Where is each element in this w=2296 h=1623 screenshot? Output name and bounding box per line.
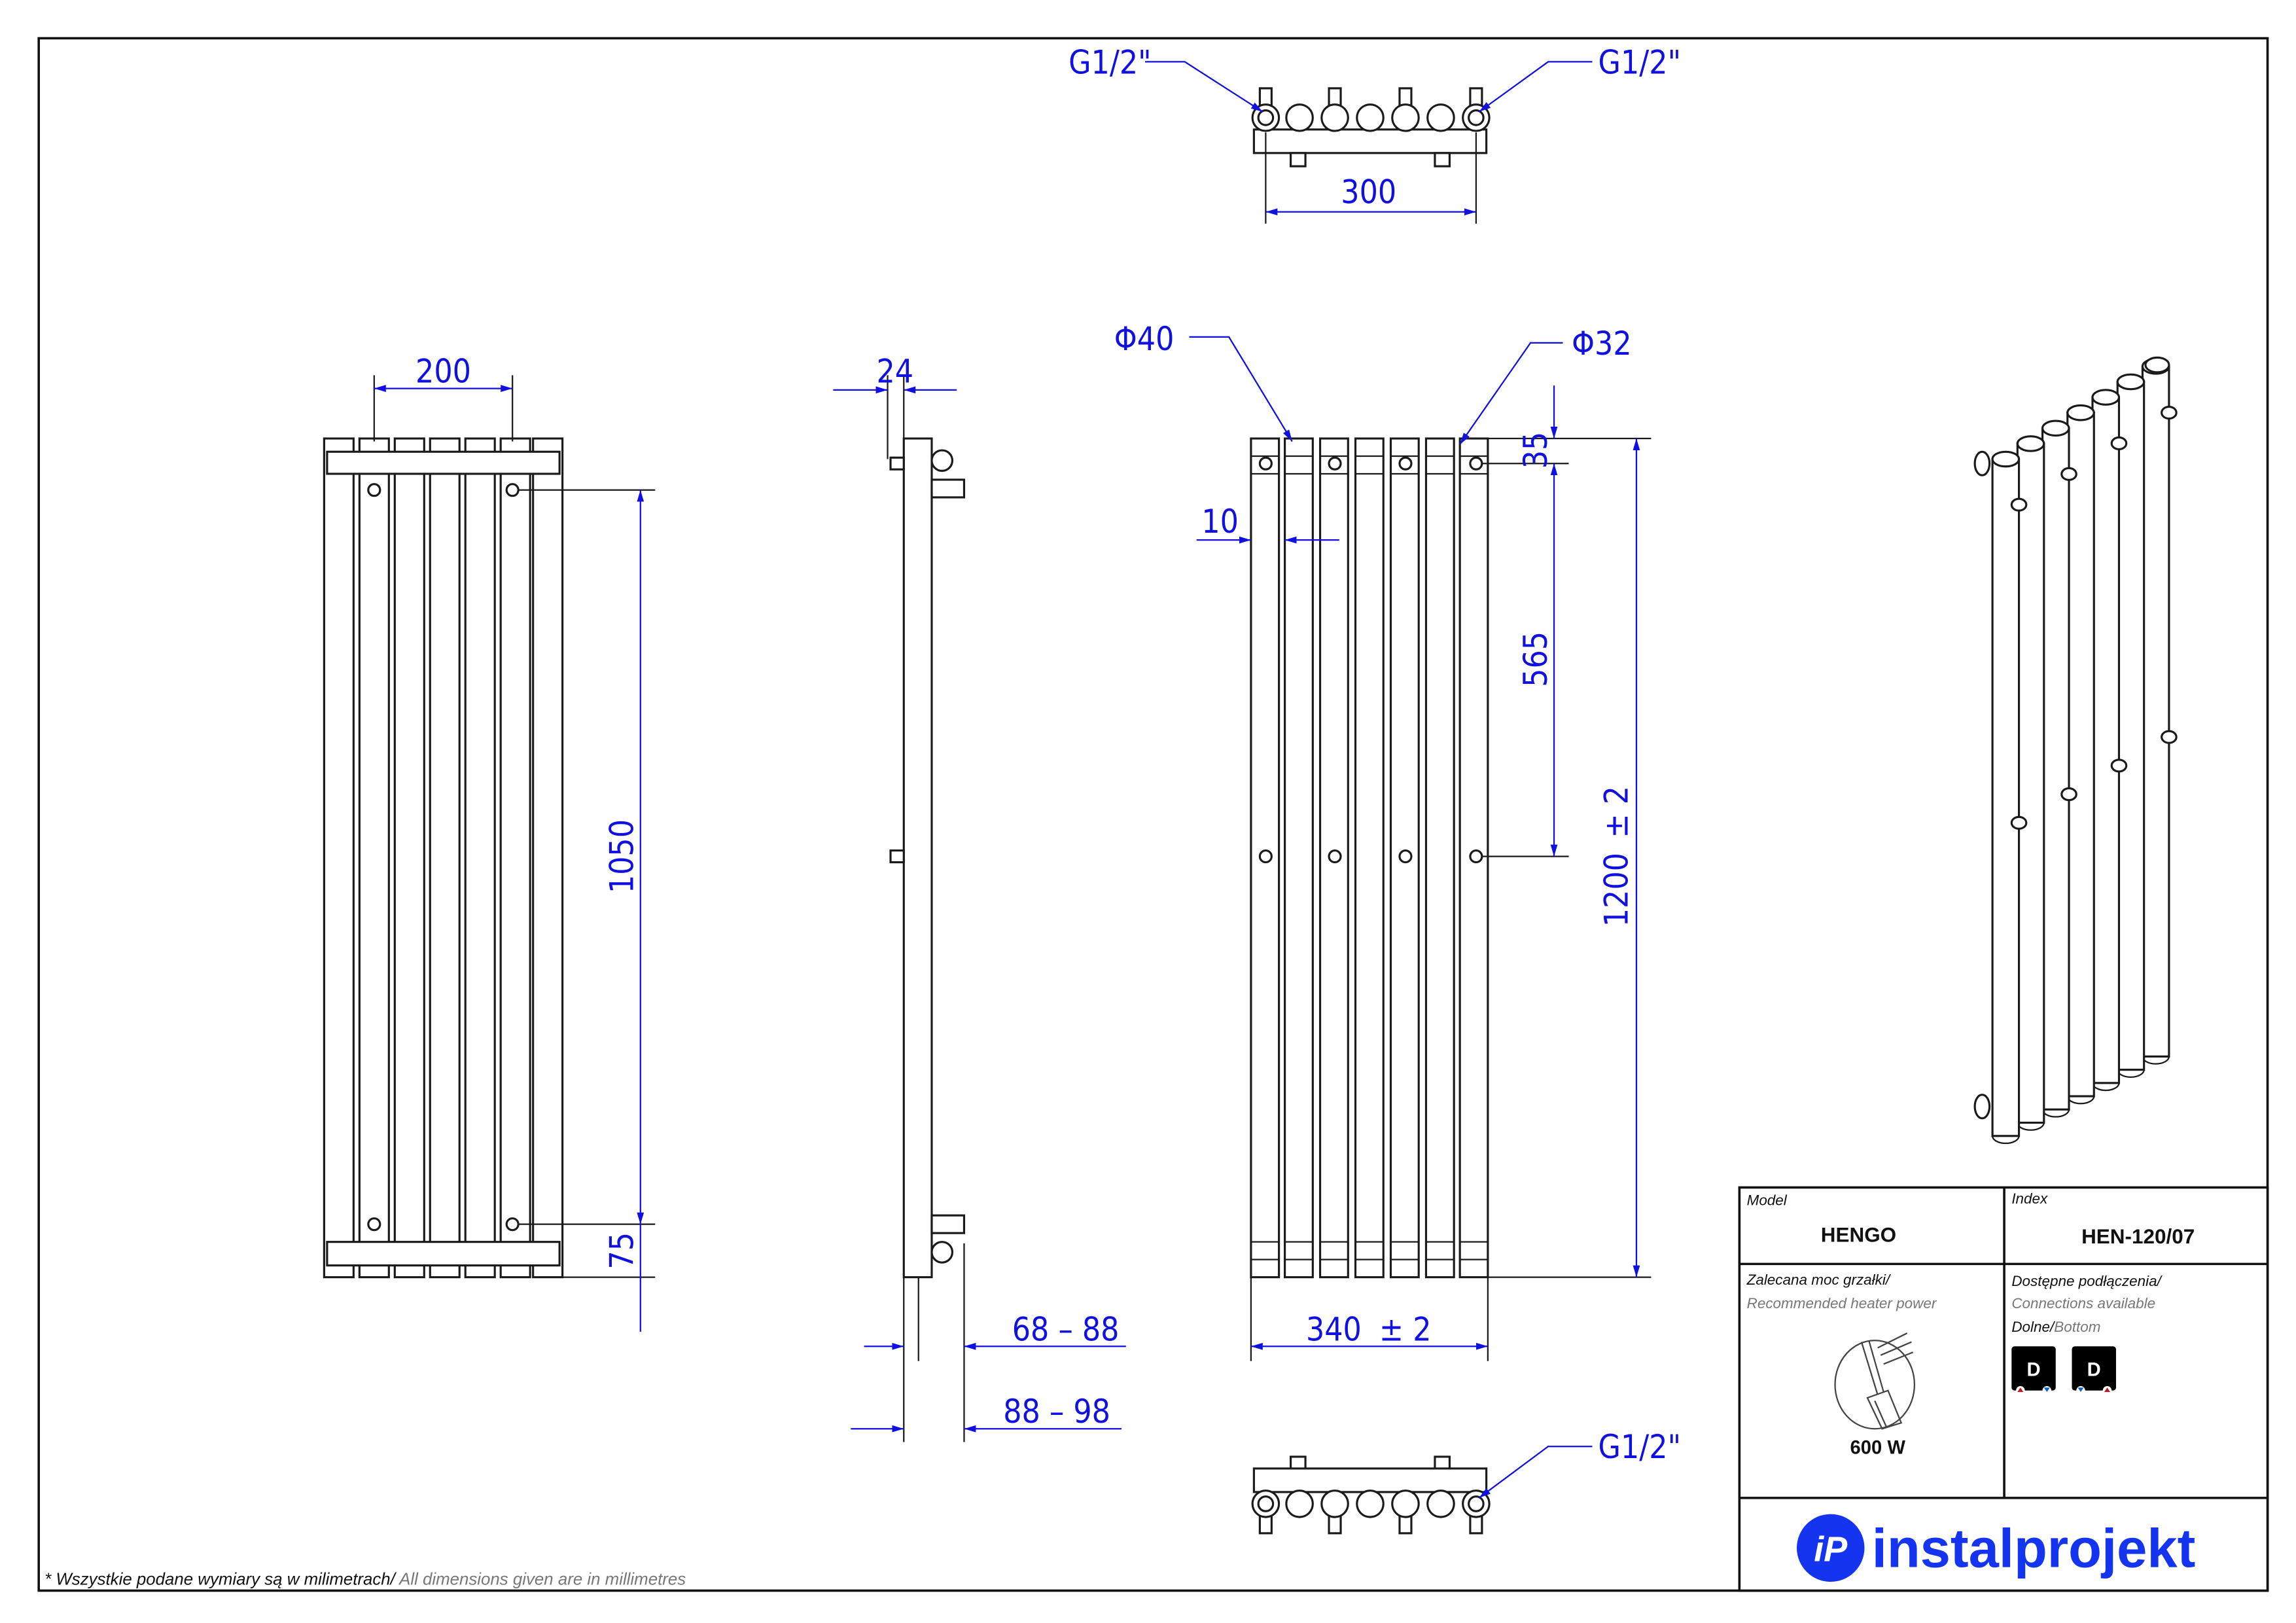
dim-35: 35	[1517, 432, 1555, 469]
label-g12-right: G1/2"	[1598, 43, 1682, 81]
mount-bracket	[2010, 497, 2028, 512]
tube	[2116, 380, 2146, 1071]
tube	[1424, 437, 1455, 1279]
isometric-view	[1973, 356, 2178, 1145]
mount-bracket	[2060, 467, 2077, 481]
mount-bracket	[2010, 815, 2028, 830]
brand-name: instalprojekt	[1872, 1518, 2196, 1579]
model-label: Model	[1747, 1192, 1788, 1208]
mount-hole	[1469, 849, 1483, 864]
tube	[2041, 427, 2070, 1111]
valve-stem	[1398, 1514, 1413, 1535]
tube	[2066, 412, 2095, 1097]
tube-section	[1426, 103, 1455, 132]
mount-hole	[1398, 849, 1413, 864]
dim-1200: 1200± 2	[1597, 786, 1635, 927]
tube	[358, 437, 390, 1279]
tube	[2141, 365, 2170, 1058]
connection-badge-1: D	[2011, 1346, 2056, 1395]
valve-stem	[1469, 1514, 1483, 1535]
tube	[499, 437, 531, 1279]
label-g12-bottom: G1/2"	[1598, 1428, 1682, 1466]
title-block: Model HENGO Index HEN-120/07 Zalecana mo…	[1738, 1186, 2269, 1592]
valve-stem	[1328, 87, 1342, 107]
heater-icon	[1834, 1332, 1916, 1430]
tube-section	[1356, 103, 1385, 132]
model-value: HENGO	[1821, 1224, 1896, 1247]
mount-hole	[1258, 849, 1273, 864]
mount-bracket	[2110, 758, 2128, 773]
rear-view: Φ40 Φ32 10 35 565 1200± 2 340± 2	[1114, 320, 1651, 1361]
tube	[1284, 437, 1314, 1279]
svg-text:iP: iP	[1814, 1530, 1848, 1569]
tube-section	[1426, 1489, 1455, 1518]
label-g12-left: G1/2"	[1069, 43, 1152, 81]
mount-bracket	[2161, 730, 2178, 744]
tube	[429, 437, 461, 1279]
connections-type: Dolne/Bottom	[2011, 1319, 2100, 1335]
dim-1050: 1050	[603, 819, 641, 893]
tube-section	[1320, 103, 1349, 132]
connections-label-en: Connections available	[2011, 1295, 2155, 1311]
valve-stem	[1258, 87, 1273, 107]
tube	[464, 437, 496, 1279]
tube-section	[1320, 1489, 1349, 1518]
tube-section	[1285, 1489, 1314, 1518]
tube	[2016, 442, 2045, 1124]
svg-text:D: D	[2026, 1359, 2040, 1380]
tube	[2091, 396, 2121, 1084]
dim-phi40: Φ40	[1114, 320, 1174, 358]
heater-power: 600 W	[1850, 1437, 1905, 1458]
svg-text:D: D	[2087, 1359, 2101, 1380]
dim-10: 10	[1201, 503, 1239, 541]
bottom-view: G1/2"	[1251, 1428, 1682, 1535]
mount-hole	[1328, 849, 1342, 864]
tube	[1991, 457, 2021, 1137]
instalprojekt-logo: iP instalprojekt	[1797, 1514, 2195, 1582]
index-value: HEN-120/07	[2081, 1225, 2195, 1248]
mount-bracket	[2060, 787, 2077, 802]
valve-stem	[1469, 87, 1483, 107]
mount-bracket	[2110, 436, 2128, 451]
dim-24: 24	[876, 353, 913, 391]
tube-section	[1391, 103, 1420, 132]
mount-hole	[1469, 456, 1483, 471]
footnote: * Wszystkie podane wymiary są w milimetr…	[44, 1571, 686, 1589]
drawing-frame	[37, 37, 2269, 1592]
tube	[532, 437, 564, 1279]
mount-bracket	[2161, 406, 2178, 420]
dim-88-98: 88 – 98	[1003, 1393, 1110, 1431]
mount-hole	[1328, 456, 1342, 471]
tube	[323, 437, 355, 1279]
mount-hole	[1258, 456, 1273, 471]
dim-300: 300	[1341, 173, 1396, 211]
valve-stem	[1398, 87, 1413, 107]
mount-hole	[1398, 456, 1413, 471]
dim-75: 75	[603, 1232, 641, 1270]
tube-section	[1285, 103, 1314, 132]
front-view: 200 1050 75	[323, 353, 656, 1332]
index-label: Index	[2011, 1190, 2048, 1207]
connections-label-pl: Dostępne podłączenia/	[2011, 1273, 2163, 1289]
tube-section	[1356, 1489, 1385, 1518]
connection-badge-2: D	[2072, 1346, 2116, 1395]
dim-565: 565	[1517, 632, 1555, 687]
valve-stem	[1328, 1514, 1342, 1535]
top-view: 300 G1/2" G1/2"	[1069, 43, 1682, 224]
heater-label-en: Recommended heater power	[1747, 1295, 1937, 1311]
heater-label-pl: Zalecana moc grzałki/	[1746, 1272, 1892, 1288]
dim-340: 340± 2	[1306, 1310, 1432, 1348]
tube	[393, 437, 425, 1279]
dim-68-88: 68 – 88	[1012, 1310, 1120, 1348]
dim-200: 200	[415, 353, 471, 391]
dim-phi32: Φ32	[1572, 325, 1632, 363]
tube-section	[1391, 1489, 1420, 1518]
tube	[1354, 437, 1385, 1279]
side-view: 24 68 – 88 88 – 98	[833, 353, 1126, 1442]
valve-stem	[1258, 1514, 1273, 1535]
